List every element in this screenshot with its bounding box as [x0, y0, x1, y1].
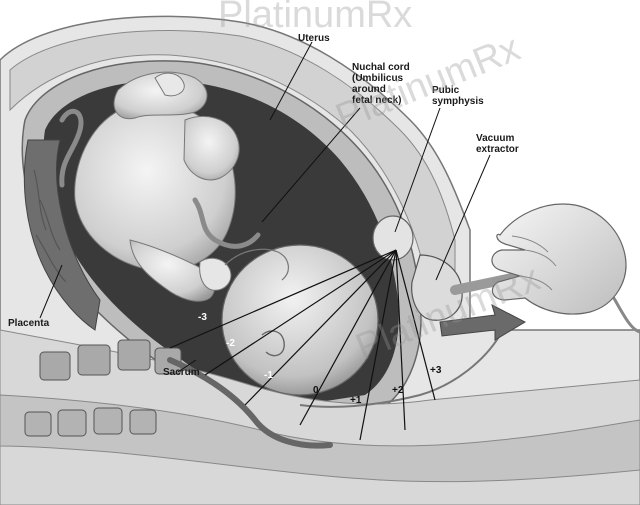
leader-lines [39, 41, 491, 373]
label-vacuum-extractor-line-1: Vacuum [476, 133, 515, 144]
birth-canal [299, 334, 501, 408]
label-sacrum: Sacrum [163, 367, 200, 378]
station-minus-1: -1 [264, 370, 273, 381]
label-pubic-symphysis: Pubic symphysis [432, 85, 502, 107]
label-nuchal-cord-line-3: around [352, 84, 386, 95]
label-nuchal-cord-line-1: Nuchal cord [352, 62, 410, 73]
station-plus-1: +1 [350, 395, 362, 406]
label-nuchal-cord-line-2: (Umbilicus [352, 73, 404, 84]
station-minus-3: -3 [198, 312, 207, 323]
spine-vertebrae [39, 339, 182, 381]
station-plus-3: +3 [430, 365, 442, 376]
label-nuchal-cord: Nuchal cord (Umbilicus around fetal neck… [352, 62, 422, 106]
vacuum-cup [411, 254, 463, 321]
placenta-shape [23, 139, 101, 331]
gloved-hand [491, 203, 627, 315]
perineal-tissue [0, 394, 640, 483]
placenta-texture [33, 169, 67, 283]
label-pubic-symphysis-line-2: symphysis [432, 96, 484, 107]
station-plus-2: +2 [392, 385, 404, 396]
spine-lower [24, 407, 157, 437]
label-uterus: Uterus [298, 33, 330, 44]
label-placenta: Placenta [8, 318, 50, 329]
glove-finger-lines [511, 235, 557, 291]
label-vacuum-extractor: Vacuum extractor [476, 133, 546, 155]
fetal-head [221, 244, 379, 396]
pubic-symphysis-bone [372, 215, 414, 261]
fetal-face-contour [224, 248, 289, 281]
umbilical-cord [59, 108, 261, 249]
traction-arrow [439, 304, 527, 341]
fetal-foot [154, 72, 185, 97]
station-lines [169, 249, 436, 441]
sacrum-bone [167, 357, 333, 449]
fetal-ear [261, 330, 285, 357]
label-nuchal-cord-line-4: fetal neck) [352, 95, 402, 106]
label-pubic-symphysis-line-1: Pubic [432, 85, 460, 96]
fetal-arm [129, 239, 215, 302]
label-vacuum-extractor-line-2: extractor [476, 144, 519, 155]
fetal-hand [199, 257, 232, 291]
station-zero: 0 [313, 385, 319, 396]
fetal-thigh [183, 116, 240, 181]
station-minus-2: -2 [226, 338, 235, 349]
